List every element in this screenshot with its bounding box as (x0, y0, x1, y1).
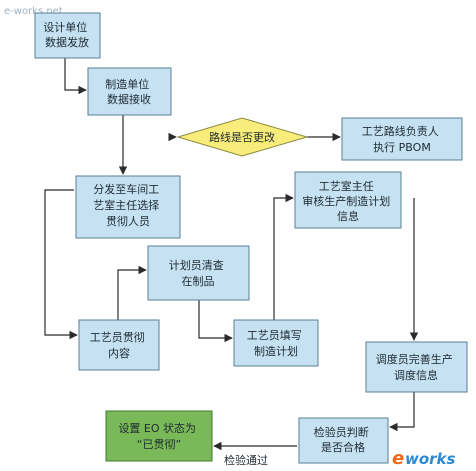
node-mfg-receive-label: 制造单位 数据接收 (105, 77, 153, 106)
connector-design-to-mfg (64, 58, 87, 95)
node-planner-check-label: 计划员清查 在制品 (169, 258, 228, 288)
node-tech-implement-label: 工艺员贯彻 内容 (90, 331, 149, 360)
connector-planner-to-tech-plan (198, 300, 233, 343)
node-inspector-label: 检验员判断 是否合格 (314, 425, 373, 454)
node-route-change-label: 路线是否更改 (209, 130, 275, 144)
watermark-text: e-works.net (4, 6, 63, 17)
node-scheduler-label: 调度员完善生产 调度信息 (376, 352, 457, 382)
connector-scheduler-to-inspector (389, 392, 415, 432)
node-route-change-decision (176, 117, 309, 157)
e-works-logo: e works (392, 448, 456, 469)
connector-tech-implement-to-planner (117, 265, 147, 320)
node-eo-status-label: 设置 EO 状态为 “已贯彻” (118, 421, 199, 451)
node-dispatch-label: 分发至车间工 艺室主任选择 贯彻人员 (93, 182, 163, 228)
node-eo-status (105, 410, 213, 462)
node-design-release (34, 12, 101, 59)
node-scheduler (365, 341, 468, 393)
node-tech-implement (78, 319, 160, 371)
node-director-review-label: 工艺室主任 审核生产制造计划 信息 (302, 179, 394, 223)
node-route-owner (341, 117, 463, 161)
logo-works-text: works (405, 450, 456, 468)
node-route-owner-label: 工艺路线负责人 执行 PBOM (362, 124, 443, 154)
connector-tech-plan-to-director (273, 193, 294, 320)
node-dispatch (75, 175, 181, 239)
node-inspector (298, 417, 389, 464)
logo-letter-e: e (392, 448, 404, 469)
node-mfg-receive (87, 67, 172, 116)
edge-label-pass: 检验通过 (224, 453, 268, 467)
node-tech-fill-plan (233, 319, 319, 367)
node-tech-fill-plan-label: 工艺员填写 制造计划 (247, 328, 306, 358)
node-director-review (294, 171, 402, 229)
node-planner-check (147, 245, 250, 301)
connector-dispatch-to-tech-implement (44, 189, 78, 340)
node-design-release-label: 设计单位 数据发放 (43, 20, 91, 49)
connectors (44, 58, 419, 451)
